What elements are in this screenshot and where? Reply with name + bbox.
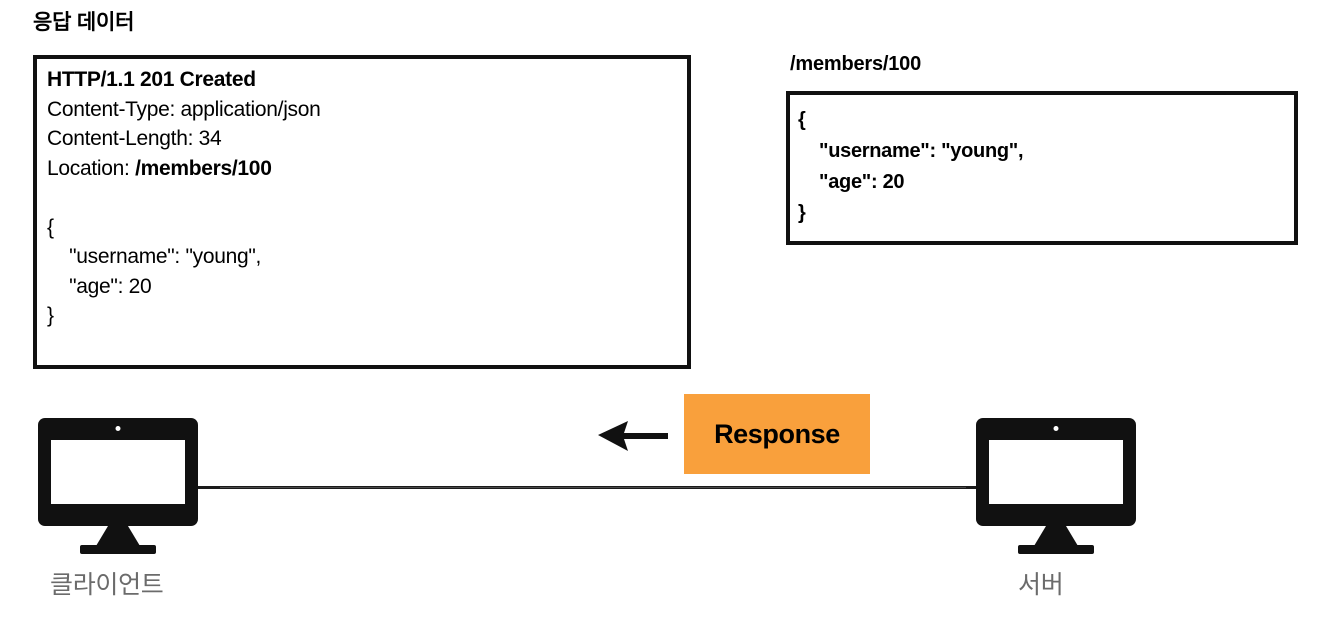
resource-body-line-1: "username": "young", — [798, 140, 1024, 162]
arrow-left-icon — [598, 421, 668, 451]
webcam-dot-icon — [115, 426, 121, 431]
box-border-left — [786, 91, 790, 245]
header-name-content-length: Content-Length: — [47, 127, 199, 150]
response-body-line-0: { — [47, 215, 54, 239]
response-status-line: HTTP/1.1 201 Created — [47, 68, 256, 91]
server-node — [976, 418, 1136, 554]
resource-body-line-3: } — [798, 202, 806, 224]
monitor-screen — [989, 440, 1123, 504]
monitor-foot — [80, 545, 156, 554]
response-body-line-2: "age": 20 — [47, 274, 152, 298]
response-flag: Response — [684, 394, 870, 474]
header-value-content-length: 34 — [198, 127, 222, 150]
box-border-top — [786, 91, 1298, 95]
box-border-top — [33, 55, 691, 59]
resource-body-text: { "username": "young", "age": 20 } — [798, 105, 1288, 229]
box-border-right — [687, 55, 691, 369]
box-border-left — [33, 55, 37, 369]
connection-line — [196, 486, 982, 489]
monitor-neck — [96, 524, 140, 546]
webcam-dot-icon — [1053, 426, 1059, 431]
monitor-icon — [976, 418, 1136, 526]
response-body-line-3: } — [47, 304, 54, 327]
response-message-box: HTTP/1.1 201 Created Content-Type: appli… — [33, 55, 691, 369]
resource-body-line-2: "age": 20 — [798, 171, 905, 193]
header-value-location: /members/100 — [135, 156, 272, 180]
header-name-location: Location: — [47, 156, 136, 180]
monitor-icon — [38, 418, 198, 526]
resource-representation-box: { "username": "young", "age": 20 } — [786, 91, 1298, 245]
header-value-content-type: application/json — [180, 97, 321, 121]
client-label: 클라이언트 — [50, 571, 164, 599]
client-node — [38, 418, 198, 554]
response-message-text: HTTP/1.1 201 Created Content-Type: appli… — [47, 65, 681, 331]
box-border-bottom — [33, 365, 691, 369]
box-border-bottom — [786, 241, 1298, 245]
header-name-content-type: Content-Type: — [47, 97, 181, 121]
response-data-title: 응답 데이터 — [33, 11, 135, 34]
response-flag-label: Response — [714, 418, 840, 449]
resource-uri-label: /members/100 — [790, 53, 922, 75]
server-label: 서버 — [1018, 571, 1064, 599]
monitor-foot — [1018, 545, 1094, 554]
response-body-line-1: "username": "young", — [47, 245, 262, 268]
monitor-screen — [51, 440, 185, 504]
box-border-right — [1294, 91, 1298, 245]
resource-body-line-0: { — [798, 109, 806, 131]
monitor-neck — [1034, 524, 1078, 546]
